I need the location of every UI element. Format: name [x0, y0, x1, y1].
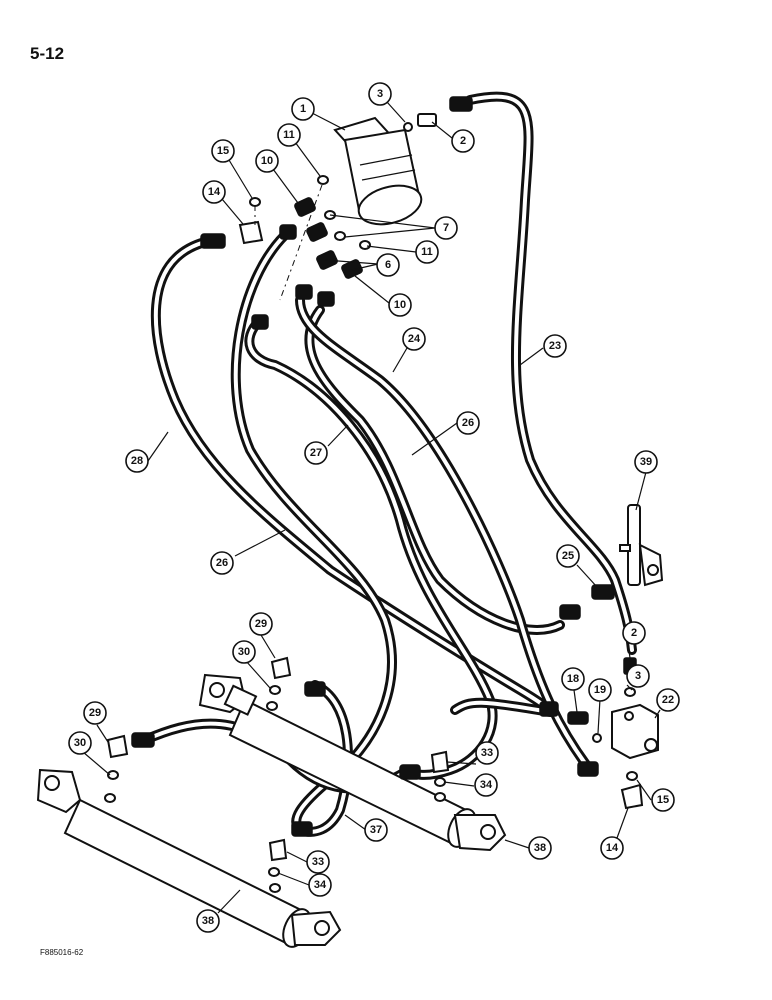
- callout-3: 3: [626, 664, 650, 688]
- callout-29: 29: [249, 612, 273, 636]
- callout-15: 15: [651, 788, 675, 812]
- tee-25: [559, 584, 615, 620]
- cylinder-front-38: [36, 768, 342, 948]
- svg-text:18: 18: [567, 673, 579, 685]
- callout-18: 18: [561, 667, 585, 691]
- callout-24: 24: [402, 327, 426, 351]
- callout-15: 15: [211, 139, 235, 163]
- callout-34: 34: [308, 873, 332, 897]
- callout-25: 25: [556, 544, 580, 568]
- svg-text:30: 30: [238, 646, 250, 658]
- callout-30: 30: [232, 640, 256, 664]
- svg-text:7: 7: [443, 222, 449, 234]
- callout-11: 11: [277, 123, 301, 147]
- svg-text:25: 25: [562, 550, 574, 562]
- callout-14: 14: [600, 836, 624, 860]
- svg-text:2: 2: [631, 627, 637, 639]
- svg-text:29: 29: [89, 707, 101, 719]
- svg-text:15: 15: [217, 145, 229, 157]
- callout-7: 7: [434, 216, 458, 240]
- svg-text:34: 34: [480, 779, 493, 791]
- svg-text:23: 23: [549, 340, 561, 352]
- callout-10: 10: [255, 149, 279, 173]
- callout-3: 3: [368, 82, 392, 106]
- svg-text:33: 33: [481, 747, 493, 759]
- hose-group: [140, 91, 637, 837]
- svg-text:11: 11: [283, 129, 295, 141]
- callout-28: 28: [125, 449, 149, 473]
- svg-text:14: 14: [606, 842, 619, 854]
- svg-text:27: 27: [310, 447, 322, 459]
- callout-26: 26: [456, 411, 480, 435]
- svg-text:29: 29: [255, 618, 267, 630]
- svg-text:22: 22: [662, 694, 674, 706]
- hose-28: [150, 237, 557, 717]
- callout-39: 39: [634, 450, 658, 474]
- svg-text:1: 1: [300, 103, 306, 115]
- svg-text:15: 15: [657, 794, 669, 806]
- leader-lines: [82, 101, 661, 914]
- valve-block-22: [539, 657, 659, 810]
- elbow-14-top: [238, 220, 264, 245]
- svg-text:26: 26: [462, 417, 474, 429]
- callout-33: 33: [306, 850, 330, 874]
- svg-text:38: 38: [202, 915, 214, 927]
- callout-2: 2: [451, 129, 475, 153]
- svg-text:10: 10: [261, 155, 273, 167]
- svg-text:19: 19: [594, 684, 606, 696]
- svg-text:30: 30: [74, 737, 86, 749]
- cylinder-rear-38: [198, 673, 507, 852]
- svg-text:26: 26: [216, 557, 228, 569]
- svg-text:34: 34: [314, 879, 327, 891]
- valve-39: [619, 504, 664, 587]
- callout-6: 6: [376, 253, 400, 277]
- callout-1: 1: [291, 97, 315, 121]
- callout-2: 2: [622, 621, 646, 645]
- filter-fittings: [200, 96, 473, 330]
- svg-text:39: 39: [640, 456, 652, 468]
- callout-33: 33: [475, 741, 499, 765]
- callout-29: 29: [83, 701, 107, 725]
- filter-assembly: [333, 116, 423, 226]
- figure-code: F885016-62: [40, 948, 84, 957]
- svg-text:28: 28: [131, 455, 143, 467]
- callout-34: 34: [474, 773, 498, 797]
- svg-text:6: 6: [385, 259, 391, 271]
- callout-23: 23: [543, 334, 567, 358]
- callout-10: 10: [388, 293, 412, 317]
- svg-text:3: 3: [377, 88, 383, 100]
- svg-text:10: 10: [394, 299, 406, 311]
- page-number: 5-12: [30, 44, 65, 63]
- callout-30: 30: [68, 731, 92, 755]
- svg-text:3: 3: [635, 670, 641, 682]
- callout-19: 19: [588, 678, 612, 702]
- svg-text:24: 24: [408, 333, 421, 345]
- svg-text:38: 38: [534, 842, 546, 854]
- callout-14: 14: [202, 180, 226, 204]
- callout-37: 37: [364, 818, 388, 842]
- callout-22: 22: [656, 688, 680, 712]
- callout-26: 26: [210, 551, 234, 575]
- svg-text:33: 33: [312, 856, 324, 868]
- svg-text:11: 11: [421, 246, 433, 258]
- cylinder-fittings: [106, 656, 450, 877]
- callout-38: 38: [528, 836, 552, 860]
- callout-38: 38: [196, 909, 220, 933]
- callout-27: 27: [304, 441, 328, 465]
- callout-11: 11: [415, 240, 439, 264]
- svg-text:37: 37: [370, 824, 382, 836]
- svg-text:14: 14: [208, 186, 221, 198]
- svg-text:2: 2: [460, 135, 466, 147]
